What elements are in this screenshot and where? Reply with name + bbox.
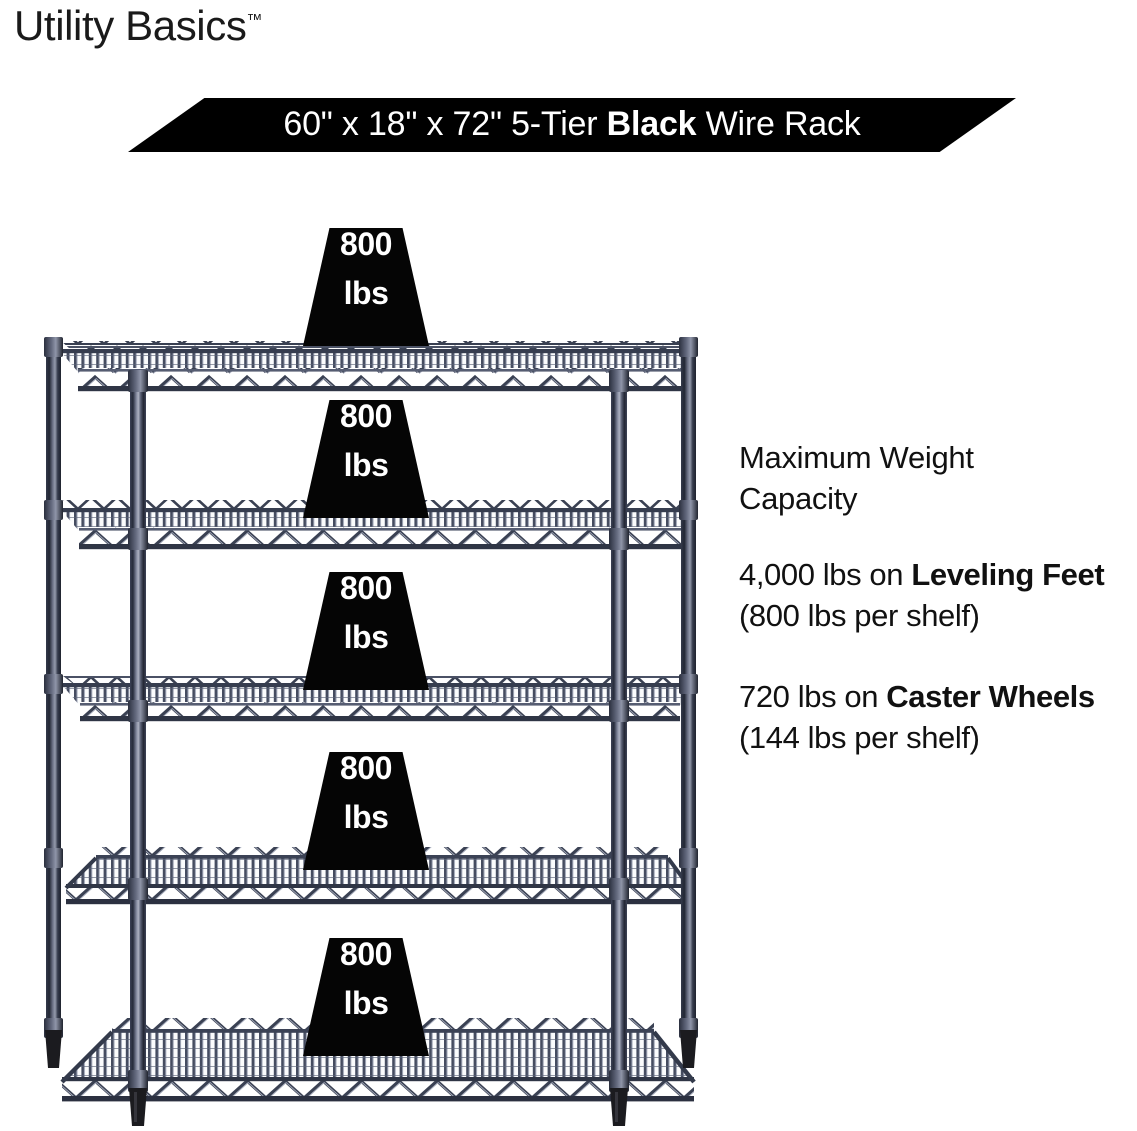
brand-logo: Utility Basics™ [14, 2, 262, 50]
load-badge-unit: lbs [343, 619, 389, 655]
banner-text-after: Wire Rack [696, 104, 861, 143]
leveling-feet-label: Leveling Feet [911, 557, 1105, 592]
caster-wheels-label: Caster Wheels [886, 679, 1095, 714]
leveling-feet-total: 4,000 lbs on [739, 557, 912, 592]
load-badge-value: 800 [340, 750, 392, 786]
banner-text-before: 60" x 18" x 72" 5-Tier [283, 104, 607, 143]
load-badge-value: 800 [340, 398, 392, 434]
title-banner: 60" x 18" x 72" 5-Tier Black Wire Rack [128, 98, 1016, 152]
load-badge-shelf-4: 800 lbs [303, 752, 429, 870]
leveling-foot-front-right [610, 1088, 628, 1126]
load-badge-unit: lbs [343, 275, 389, 311]
caster-wheels-total: 720 lbs on [739, 679, 887, 714]
front-posts [128, 370, 629, 1092]
shelf-4 [64, 847, 692, 905]
load-badge-value: 800 [340, 936, 392, 972]
shelf-1 [61, 341, 697, 392]
trademark-symbol: ™ [246, 12, 263, 29]
title-banner-text: 60" x 18" x 72" 5-Tier Black Wire Rack [283, 105, 860, 146]
leveling-feet-capacity-text: 4,000 lbs on Leveling Feet (800 lbs per … [739, 554, 1137, 636]
load-badge-unit: lbs [343, 985, 389, 1021]
capacity-heading-line-2: Capacity [739, 481, 858, 516]
leveling-foot-rear-right [680, 1030, 697, 1068]
leveling-feet-per-shelf: (800 lbs per shelf) [739, 598, 980, 633]
load-badge-value: 800 [340, 226, 392, 262]
capacity-copy-panel: Maximum Weight Capacity 4,000 lbs on Lev… [739, 437, 1137, 758]
caster-wheels-capacity-text: 720 lbs on Caster Wheels (144 lbs per sh… [739, 676, 1137, 758]
banner-text-bold: Black [606, 104, 697, 143]
leveling-foot-front-left [129, 1088, 147, 1126]
caster-wheels-per-shelf: (144 lbs per shelf) [739, 720, 980, 755]
brand-name: Utility Basics [14, 2, 247, 49]
load-badge-value: 800 [340, 570, 392, 606]
leveling-foot-rear-left [45, 1030, 62, 1068]
capacity-heading-line-1: Maximum Weight [739, 440, 974, 475]
load-badge-unit: lbs [343, 447, 389, 483]
leveling-feet [45, 1030, 697, 1126]
load-badge-unit: lbs [343, 799, 389, 835]
capacity-heading-block: Maximum Weight Capacity [739, 437, 1137, 519]
rear-posts [44, 337, 698, 1038]
